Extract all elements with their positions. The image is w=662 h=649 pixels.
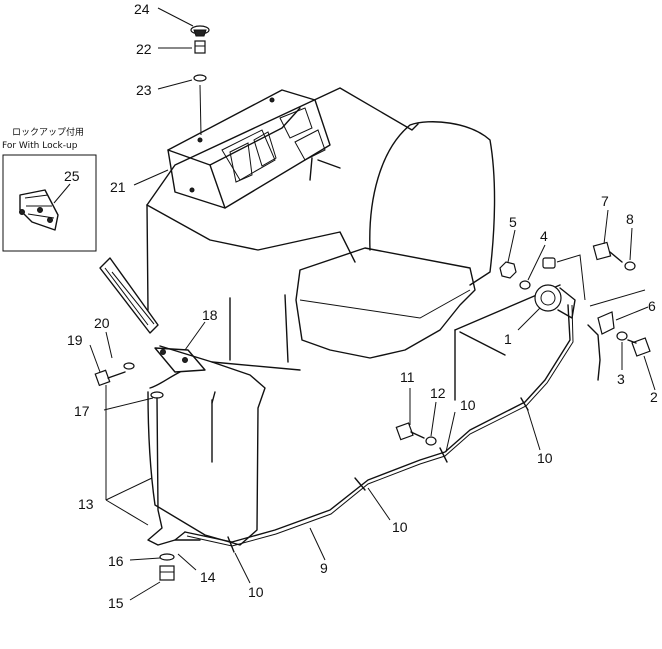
callout-17: 17 xyxy=(74,403,90,419)
wiring-harness xyxy=(184,304,601,553)
callout-11: 11 xyxy=(400,369,415,385)
callout-6: 6 xyxy=(648,298,656,314)
callout-18: 18 xyxy=(202,307,218,323)
callout-21: 21 xyxy=(110,179,126,195)
callout-2: 2 xyxy=(650,389,658,405)
callout-10-middle: 10 xyxy=(392,519,408,535)
horn-assembly xyxy=(395,241,651,446)
floor-sensor xyxy=(159,539,201,581)
callout-16: 16 xyxy=(108,553,124,569)
machine-body xyxy=(146,87,561,546)
callout-23: 23 xyxy=(136,82,152,98)
callout-15: 15 xyxy=(108,595,124,611)
inset-note-jp: ロックアップ付用 xyxy=(12,127,84,138)
callout-25: 25 xyxy=(64,168,80,184)
inset-frame xyxy=(2,154,97,252)
callout-20: 20 xyxy=(94,315,110,331)
lever-bracket xyxy=(94,257,206,546)
callout-10-upper: 10 xyxy=(460,397,476,413)
callout-8: 8 xyxy=(626,211,634,227)
leader-lines xyxy=(89,7,656,601)
callout-22: 22 xyxy=(136,41,152,57)
callout-3: 3 xyxy=(617,371,625,387)
callout-1: 1 xyxy=(504,331,512,347)
callout-13: 13 xyxy=(78,496,94,512)
lockup-inset: ロックアップ付用 For With Lock-up xyxy=(2,127,97,252)
callout-5: 5 xyxy=(509,214,517,230)
callout-10-right: 10 xyxy=(537,450,553,466)
callout-12: 12 xyxy=(430,385,446,401)
callout-19: 19 xyxy=(67,332,83,348)
knob-assembly xyxy=(190,25,210,136)
lockup-switch-bracket xyxy=(19,189,59,231)
callout-4: 4 xyxy=(540,228,548,244)
dashboard-panel xyxy=(167,89,341,209)
callout-7: 7 xyxy=(601,193,609,209)
callout-labels: 24 22 23 21 25 20 19 18 17 13 16 14 15 1… xyxy=(64,1,658,611)
callout-10-bottom: 10 xyxy=(248,584,264,600)
inset-note-en: For With Lock-up xyxy=(2,141,78,151)
callout-24: 24 xyxy=(134,1,150,17)
callout-14: 14 xyxy=(200,569,216,585)
callout-9: 9 xyxy=(320,560,328,576)
